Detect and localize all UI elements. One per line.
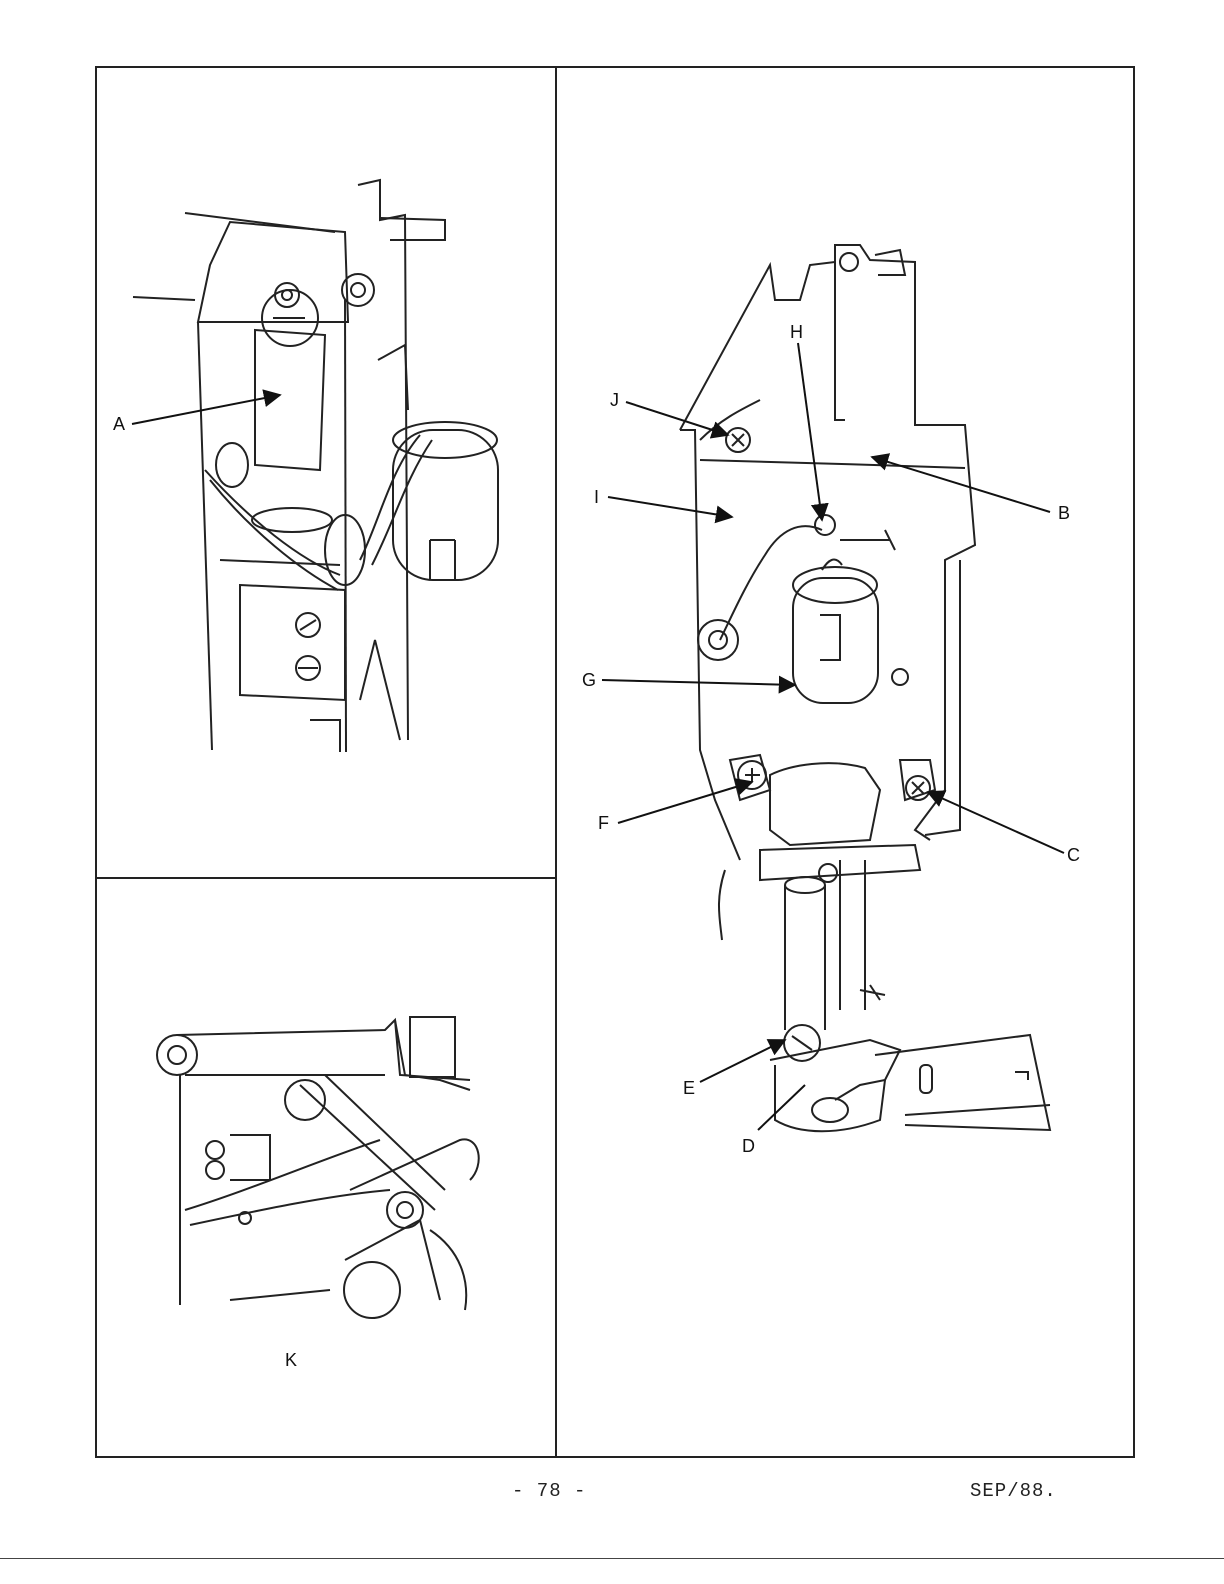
label-i: I	[594, 487, 600, 507]
label-e: E	[683, 1078, 696, 1098]
label-g: G	[582, 670, 597, 690]
label-b: B	[1058, 503, 1071, 523]
label-a: A	[113, 414, 126, 434]
label-k: K	[285, 1350, 298, 1370]
vertical-divider	[555, 66, 557, 1458]
bottom-rule	[0, 1558, 1224, 1559]
label-d: D	[742, 1136, 755, 1156]
figure-frame	[95, 66, 1135, 1458]
label-f: F	[598, 813, 609, 833]
page-number: - 78 -	[512, 1480, 587, 1502]
label-h: H	[790, 322, 803, 342]
revision-date: SEP/88.	[970, 1480, 1057, 1502]
label-c: C	[1067, 845, 1080, 865]
label-j: J	[610, 390, 619, 410]
horizontal-divider	[95, 877, 556, 879]
